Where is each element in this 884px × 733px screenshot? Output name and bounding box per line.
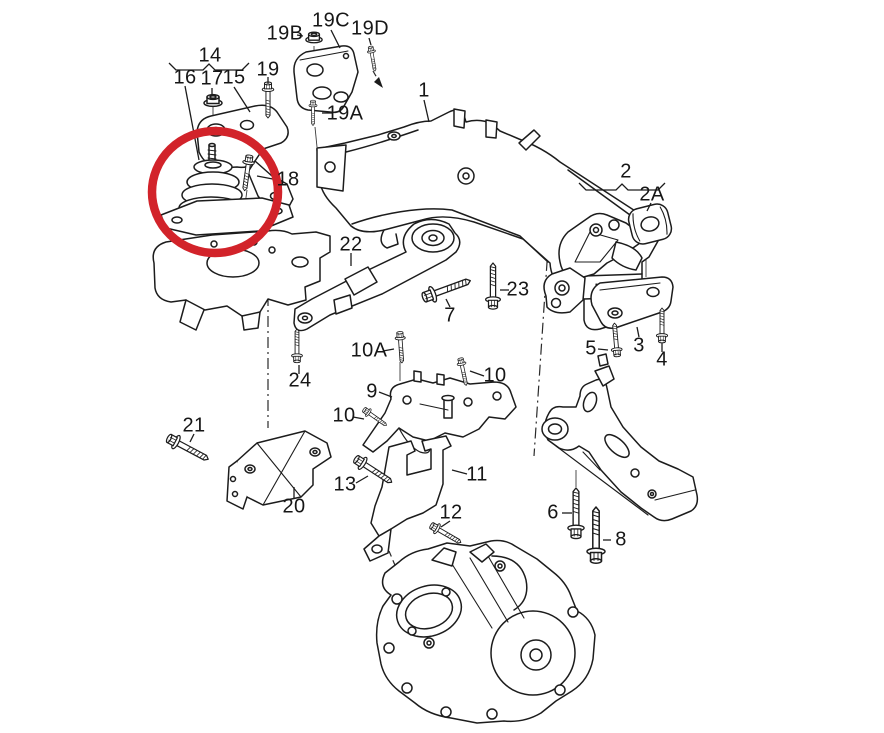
callout-24: 24 bbox=[288, 369, 312, 392]
nut-19b bbox=[305, 31, 323, 44]
bolt-10a bbox=[394, 330, 408, 364]
callout-3: 3 bbox=[633, 334, 645, 357]
callout-17: 17 bbox=[200, 67, 224, 90]
callout-19a: 19A bbox=[326, 102, 364, 125]
callout-15: 15 bbox=[222, 66, 246, 89]
bolt-24 bbox=[291, 328, 303, 364]
callout-13: 13 bbox=[333, 473, 357, 496]
callout-23: 23 bbox=[506, 278, 530, 301]
callout-12: 12 bbox=[439, 501, 463, 524]
part-gearbox bbox=[375, 539, 596, 724]
bolt-23 bbox=[485, 262, 501, 310]
bolt-19a bbox=[308, 99, 318, 126]
callout-9: 9 bbox=[366, 380, 378, 403]
part-retaining-plate-19c bbox=[293, 45, 359, 114]
callout-19: 19 bbox=[256, 58, 280, 81]
part-gearbox-mount-bracket-2 bbox=[543, 212, 643, 314]
callout-5: 5 bbox=[585, 337, 597, 360]
bolt-19d bbox=[366, 45, 380, 73]
part-pendulum-support-22 bbox=[293, 218, 461, 332]
callout-21: 21 bbox=[182, 414, 206, 437]
callout-19b: 19B bbox=[266, 22, 304, 45]
part-bushing-2a bbox=[627, 203, 673, 245]
callout-16: 16 bbox=[173, 66, 197, 89]
part-gearbox-bracket-20 bbox=[226, 430, 332, 510]
bolt-8 bbox=[586, 506, 606, 564]
callout-18: 18 bbox=[276, 168, 300, 191]
callout-19c: 19C bbox=[312, 9, 350, 32]
part-engine-bracket-9 bbox=[362, 370, 517, 454]
callout-8: 8 bbox=[615, 528, 627, 551]
callout-10-left: 10 bbox=[332, 404, 356, 427]
callout-19d: 19D bbox=[351, 17, 389, 40]
centerlines bbox=[267, 217, 551, 457]
leader-lines bbox=[168, 29, 666, 541]
callout-7: 7 bbox=[444, 304, 456, 327]
part-hydro-engine-mount-16 bbox=[160, 142, 294, 236]
callout-2a: 2A bbox=[639, 183, 665, 206]
callout-22: 22 bbox=[339, 233, 363, 256]
arrowhead-19d bbox=[374, 77, 383, 88]
callout-10a: 10A bbox=[350, 339, 388, 362]
callout-2: 2 bbox=[620, 160, 632, 183]
callout-10-right: 10 bbox=[483, 364, 507, 387]
callout-4: 4 bbox=[656, 348, 668, 371]
callout-20: 20 bbox=[282, 495, 306, 518]
part-support-bracket-11 bbox=[363, 435, 452, 562]
callout-6: 6 bbox=[547, 501, 559, 524]
callout-11: 11 bbox=[466, 463, 488, 486]
highlight-circle bbox=[147, 126, 283, 258]
callout-1: 1 bbox=[418, 79, 430, 102]
nut-17 bbox=[203, 93, 223, 108]
part-control-arm bbox=[541, 353, 699, 522]
callout-14: 14 bbox=[198, 44, 222, 67]
part-support-bracket-3 bbox=[590, 276, 674, 329]
